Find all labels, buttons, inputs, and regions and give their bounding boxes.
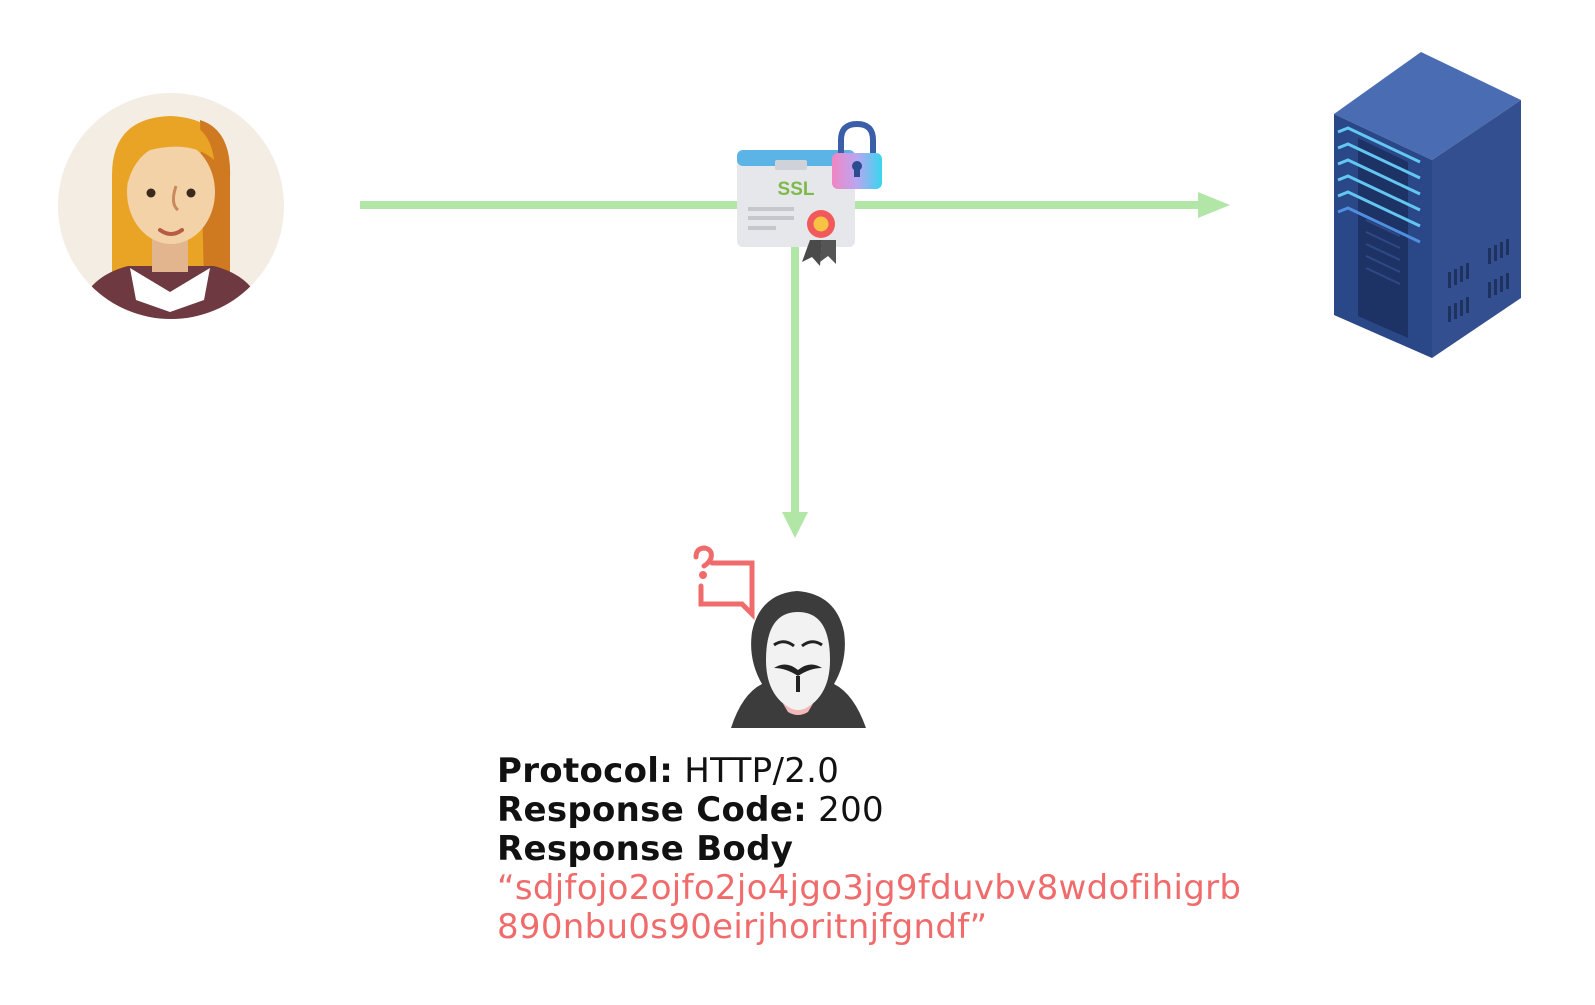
ssl-certificate-icon: SSL	[737, 150, 855, 266]
protocol-value: HTTP/2.0	[684, 751, 840, 791]
question-bubble-icon	[693, 545, 755, 621]
anonymous-hacker-icon	[731, 591, 866, 728]
intercept-arrow	[782, 225, 808, 538]
intercepted-response-panel: Protocol: HTTP/2.0 Response Code: 200 Re…	[497, 752, 1257, 947]
protocol-row: Protocol: HTTP/2.0	[497, 752, 1257, 791]
response-code-value: 200	[818, 790, 884, 830]
server-icon	[1334, 52, 1521, 358]
ssl-label: SSL	[778, 179, 815, 200]
response-code-row: Response Code: 200	[497, 791, 1257, 830]
response-body-label: Response Body	[497, 829, 794, 869]
woman-avatar-icon	[58, 93, 284, 319]
response-body-ciphertext: “sdjfojo2ojfo2jo4jgo3jg9fduvbv8wdofihigr…	[497, 868, 1242, 947]
protocol-label: Protocol:	[497, 751, 674, 791]
response-code-label: Response Code:	[497, 790, 808, 830]
padlock-icon	[832, 120, 882, 189]
